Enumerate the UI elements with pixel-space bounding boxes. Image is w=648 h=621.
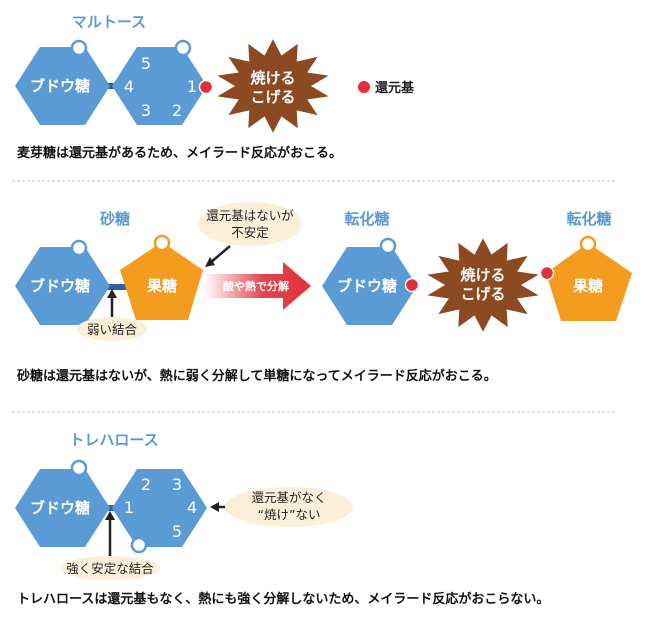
decompose-arrow	[204, 262, 311, 310]
strong-bond-bubble	[60, 556, 160, 580]
glucose-hexagon	[15, 469, 110, 547]
ring-number-2: 2	[172, 101, 182, 120]
maltose-section: マルトース ブドウ糖 5 4 1 3 2 焼ける こげる 還元基 麦芽糖は還元基…	[15, 13, 415, 161]
weak-bond-bubble	[77, 317, 147, 341]
ring-number-4: 4	[124, 77, 134, 96]
unstable-line2: 不安定	[231, 225, 269, 240]
sucrose-section: 砂糖 ブドウ糖 果糖 弱い結合 還元基はないが 不安定 酸や熱で分解 転化糖 ブ…	[15, 202, 632, 384]
strong-bond	[100, 505, 122, 511]
invert-glucose-label: ブドウ糖	[337, 277, 397, 295]
hydroxyl-circle-icon	[70, 39, 88, 57]
ring-number-4: 4	[187, 498, 197, 517]
invert-fructose-pentagon	[546, 243, 632, 321]
ring-number-5: 5	[141, 54, 151, 73]
glucose-hexagon-numbered	[112, 469, 207, 547]
hydroxyl-circle-icon	[579, 235, 597, 253]
trehalose-caption: トレハロースは還元基もなく、熱にも強く分解しないため、メイラード反応がおこらない…	[17, 591, 549, 607]
glucose-label: ブドウ糖	[30, 77, 90, 95]
strong-bond-label: 強く安定な結合	[66, 561, 154, 576]
fructose-pentagon	[120, 242, 203, 320]
decompose-arrow-label: 酸や熱で分解	[223, 279, 289, 293]
ring-number-3: 3	[172, 475, 182, 494]
hydroxyl-circle-icon	[70, 239, 88, 257]
hydroxyl-circle-icon	[379, 237, 397, 255]
ring-number-3: 3	[141, 101, 151, 120]
glucose-label: ブドウ糖	[30, 277, 90, 295]
ring-number-1: 1	[187, 77, 197, 96]
ring-number-5: 5	[172, 522, 182, 541]
no-reducing-bubble	[225, 487, 353, 527]
invert-fructose-label: 果糖	[572, 277, 603, 295]
invert-glucose-hexagon	[322, 247, 417, 325]
glucose-hexagon	[15, 247, 110, 325]
arrowhead-icon	[205, 257, 215, 267]
ring-number-1: 1	[124, 498, 134, 517]
glycosidic-bond	[100, 83, 122, 89]
burn-burst-shape	[217, 39, 329, 133]
reducing-group-dot-icon	[539, 265, 555, 281]
unstable-line1: 還元基はないが	[206, 208, 294, 223]
hydroxyl-circle-icon	[153, 234, 171, 252]
invert-sugar-title: 転化糖	[344, 210, 389, 228]
ring-number-2: 2	[141, 475, 151, 494]
no-reducing-line2: “焼け”ない	[258, 507, 321, 522]
hydroxyl-circle-icon	[174, 39, 192, 57]
sucrose-caption: 砂糖は還元基はないが、熱に弱く分解して単糖になってメイラード反応がおこる。	[16, 368, 497, 384]
arrowhead-icon	[210, 502, 219, 512]
hydroxyl-circle-icon	[70, 459, 88, 477]
red-dot-icon	[358, 81, 370, 93]
glucose-hexagon-numbered	[112, 47, 207, 125]
fructose-label: 果糖	[146, 277, 177, 295]
burst-text-line1: 焼ける	[460, 266, 505, 284]
trehalose-title: トレハロース	[69, 431, 158, 449]
invert-sugar-title: 転化糖	[566, 210, 611, 228]
weak-bond	[100, 284, 128, 290]
no-reducing-line1: 還元基がなく	[251, 490, 326, 505]
legend-label: 還元基	[375, 80, 415, 96]
burst-text-line1: 焼ける	[250, 69, 295, 87]
hydroxyl-circle-icon	[130, 536, 148, 554]
trehalose-section: トレハロース ブドウ糖 2 3 1 4 5 強く安定な結合 還元基がなく “焼け…	[15, 431, 549, 607]
arrowhead-icon	[105, 511, 115, 520]
burn-burst-shape	[427, 238, 539, 332]
maltose-title: マルトース	[72, 13, 146, 31]
arrowhead-icon	[107, 289, 117, 298]
unstable-pointer-arrow	[209, 245, 231, 264]
sucrose-title: 砂糖	[100, 210, 130, 228]
burst-text-line2: こげる	[460, 285, 505, 303]
maltose-caption: 麦芽糖は還元基があるため、メイラード反応がおこる。	[17, 145, 342, 161]
glucose-hexagon	[15, 47, 110, 125]
reducing-group-dot-icon	[404, 277, 420, 293]
unstable-bubble	[198, 202, 302, 246]
reducing-group-dot-icon	[198, 79, 214, 95]
glucose-label: ブドウ糖	[30, 499, 90, 517]
burst-text-line2: こげる	[250, 88, 295, 106]
weak-bond-label: 弱い結合	[87, 322, 138, 337]
